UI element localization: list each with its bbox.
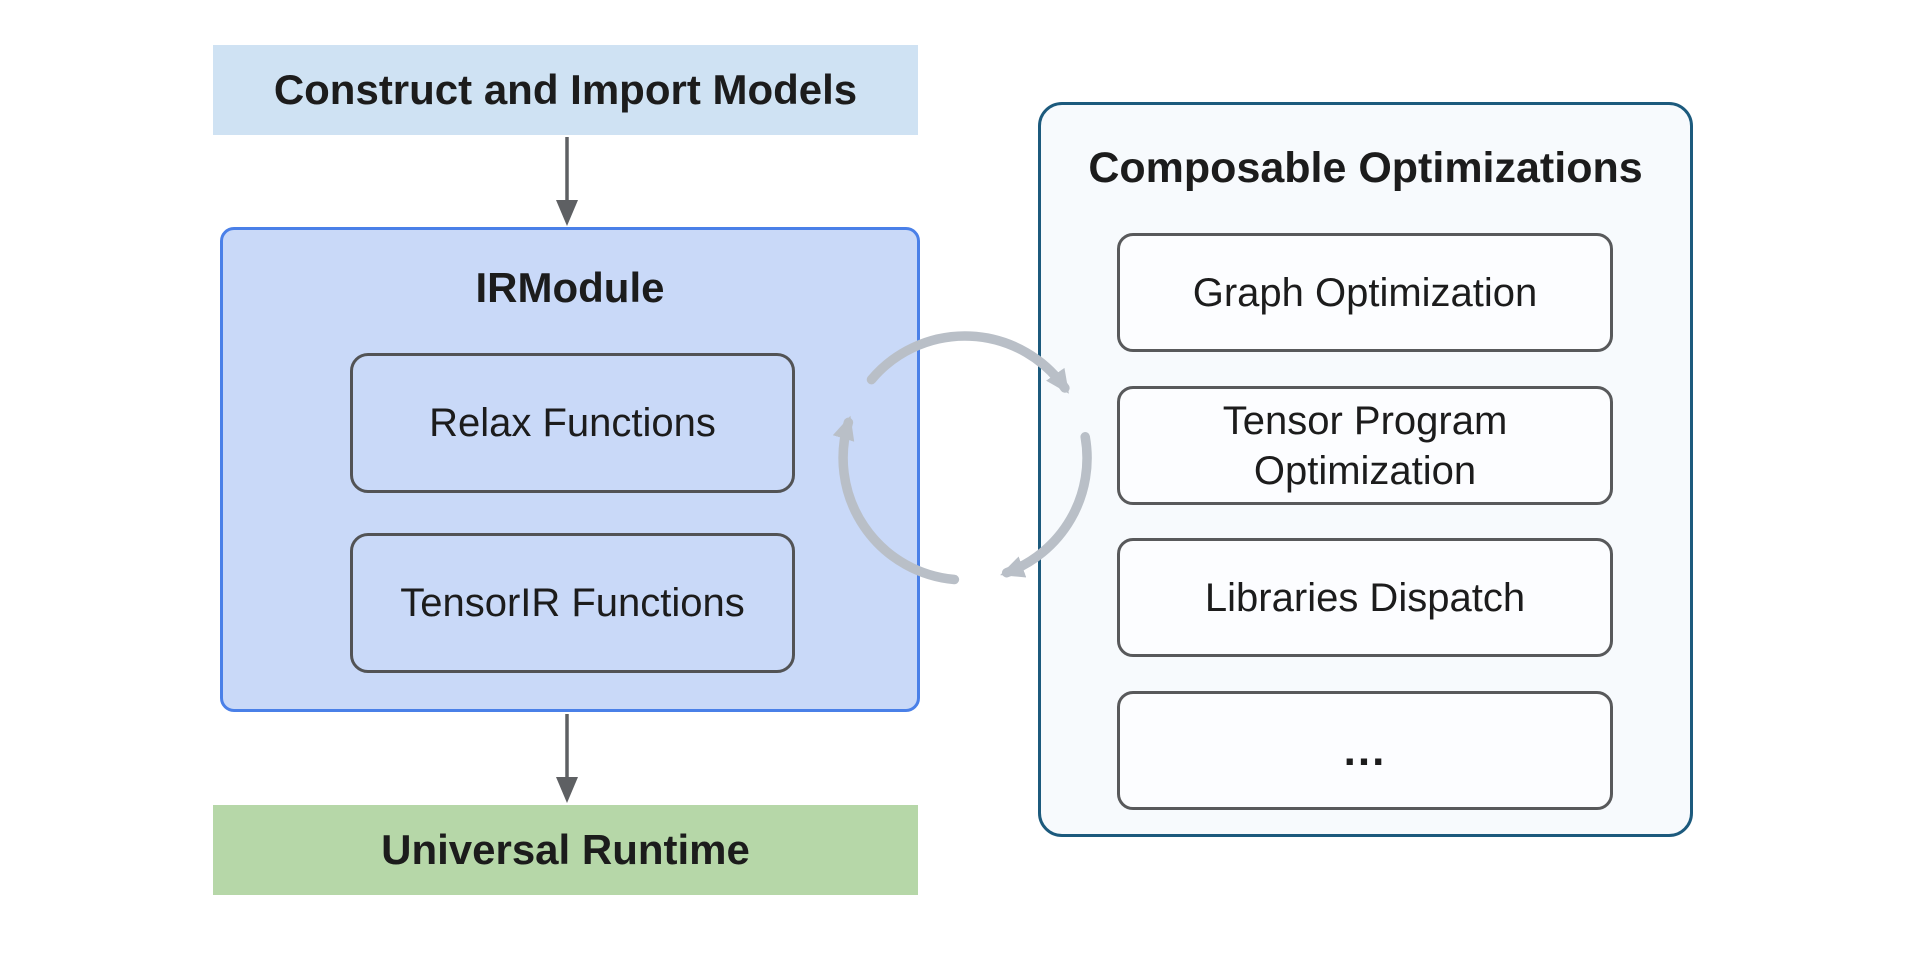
universal-runtime-label: Universal Runtime <box>381 826 750 873</box>
libraries-dispatch-box: Libraries Dispatch <box>1117 538 1613 657</box>
tensor-program-optimization-label: Tensor Program Optimization <box>1222 398 1508 493</box>
cycle-arrows-icon <box>832 331 1092 585</box>
irmodule-title: IRModule <box>475 264 665 311</box>
flow-arrow-down-icon <box>556 137 578 226</box>
graph-optimization-box: Graph Optimization <box>1117 233 1613 352</box>
construct-import-models-label: Construct and Import Models <box>273 66 858 113</box>
tensor-program-optimization-box: Tensor Program Optimization <box>1117 386 1613 505</box>
irmodule-box: IRModule Relax Functions TensorIR Functi… <box>220 227 920 712</box>
flow-arrow-down-icon <box>556 714 578 803</box>
composable-optimizations-panel: Composable Optimizations Graph Optimizat… <box>1038 102 1693 837</box>
ellipsis-box: ... <box>1117 691 1613 810</box>
relax-functions-label: Relax Functions <box>429 400 716 445</box>
ellipsis-label: ... <box>1343 725 1387 775</box>
universal-runtime-box: Universal Runtime <box>213 805 918 895</box>
relax-functions-box: Relax Functions <box>350 353 795 493</box>
construct-import-models-box: Construct and Import Models <box>213 45 918 135</box>
tensorir-functions-label: TensorIR Functions <box>400 580 745 625</box>
libraries-dispatch-label: Libraries Dispatch <box>1204 575 1526 620</box>
tensorir-functions-box: TensorIR Functions <box>350 533 795 673</box>
composable-optimizations-title: Composable Optimizations <box>1088 144 1643 192</box>
graph-optimization-label: Graph Optimization <box>1192 270 1538 315</box>
